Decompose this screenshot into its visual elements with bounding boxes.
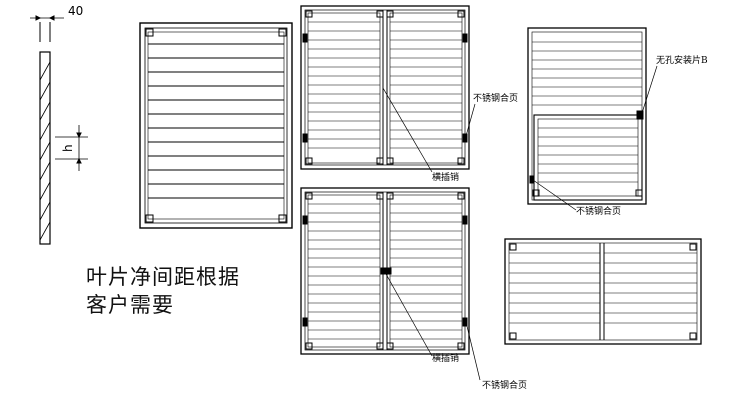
bolt-callout-top: 横插销 bbox=[432, 171, 459, 183]
spacing-note: 叶片净间距根据 客户需要 bbox=[86, 263, 240, 319]
panel-double-door-bottom bbox=[300, 187, 481, 381]
panel-wide-two-section bbox=[504, 238, 702, 345]
note-line-2: 客户需要 bbox=[86, 293, 174, 317]
note-line-1: 叶片净间距根据 bbox=[86, 265, 240, 289]
hinge-callout-bottom: 不锈钢合页 bbox=[482, 379, 527, 391]
panel-right-with-door bbox=[527, 27, 658, 211]
louver-section-detail bbox=[30, 15, 88, 245]
dim-40-label: 40 bbox=[68, 4, 83, 18]
panel-single-louver bbox=[139, 22, 293, 229]
hinge-callout-right: 不锈钢合页 bbox=[576, 205, 621, 217]
bolt-callout-bottom: 横插销 bbox=[432, 352, 459, 364]
slats bbox=[148, 43, 284, 199]
hinge-callout-top: 不锈钢合页 bbox=[473, 92, 518, 104]
hatching bbox=[39, 61, 51, 241]
plate-callout: 无孔安装片B bbox=[656, 54, 708, 66]
panel-double-door-top bbox=[300, 5, 476, 173]
dim-h-label: h bbox=[61, 144, 75, 152]
